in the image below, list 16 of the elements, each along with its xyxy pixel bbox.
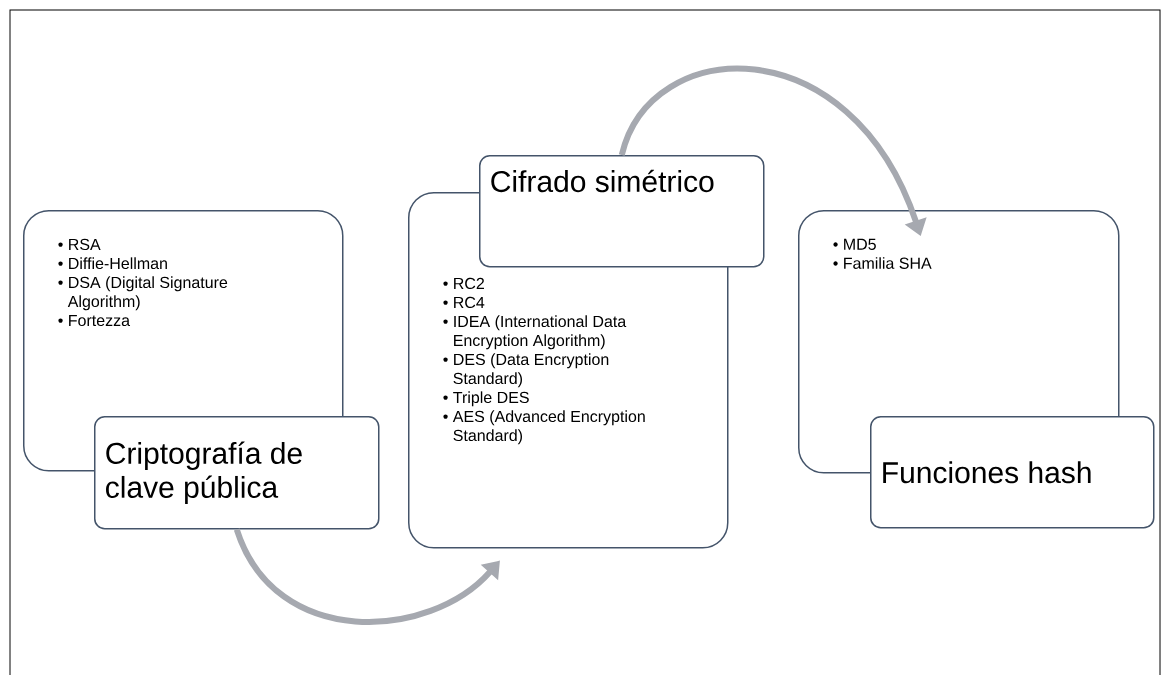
list-item: • RC2 bbox=[443, 277, 484, 290]
list-item: • IDEA (International Data Encryption Algorithm) bbox=[443, 315, 627, 350]
list-item: • Familia SHA bbox=[833, 257, 932, 269]
list-item: • Fortezza bbox=[58, 314, 130, 327]
list-item: • RC4 bbox=[443, 296, 485, 309]
list-item: • AES (Advanced Encryption Standard) bbox=[443, 410, 645, 445]
title-box: Cifrado simétrico bbox=[479, 155, 765, 268]
list-item: • Diffie-Hellman bbox=[58, 257, 167, 270]
list-item: • Triple DES bbox=[443, 391, 529, 407]
list-item: • DES (Data Encryption Standard) bbox=[443, 353, 609, 388]
curved-arrow bbox=[234, 528, 500, 625]
list-item: • RSA bbox=[58, 238, 101, 251]
title-box: Funciones hash bbox=[870, 416, 1155, 529]
title-box: Criptografía de clave pública bbox=[94, 416, 380, 530]
list-item: • MD5 bbox=[833, 238, 876, 250]
list-item: • DSA (Digital Signature Algorithm) bbox=[58, 276, 228, 311]
